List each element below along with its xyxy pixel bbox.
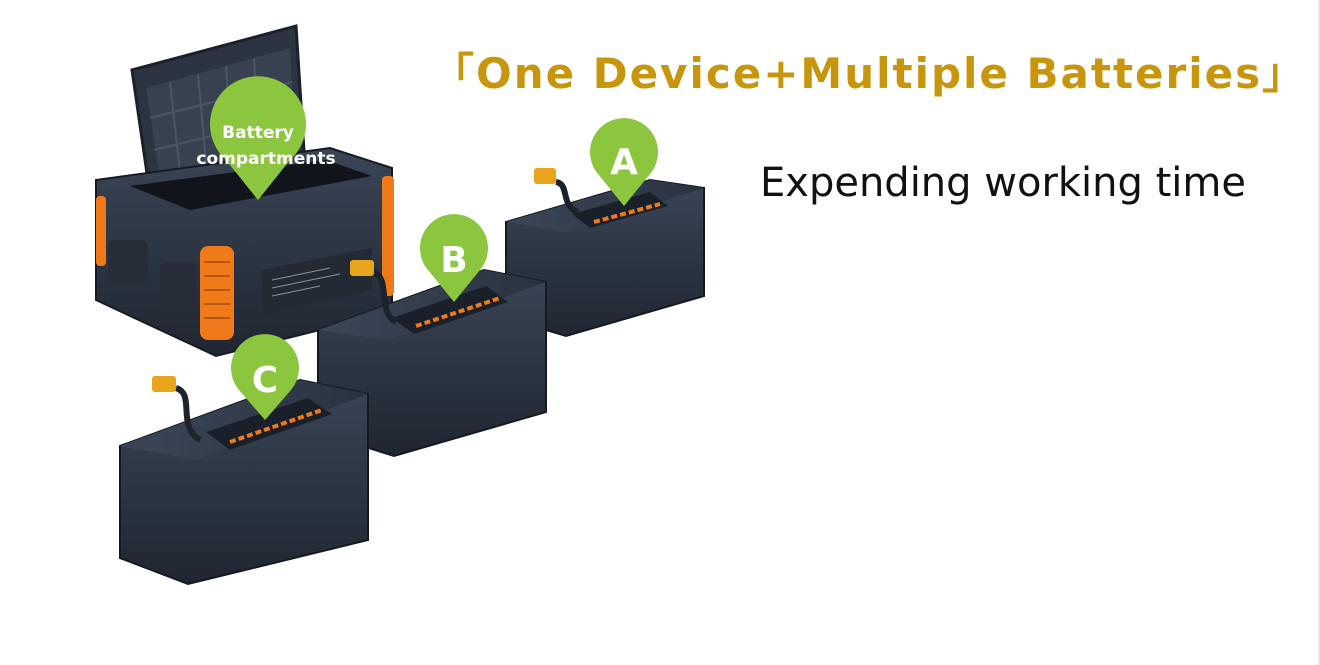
pin-b-label: B — [440, 240, 467, 281]
pin-b: B — [420, 214, 489, 302]
subline: Expending working time — [760, 160, 1246, 206]
headline: 「One Device+Multiple Batteries」 — [432, 49, 1307, 98]
battery-b — [317, 260, 547, 458]
pin-compartment-line1: Battery — [222, 123, 294, 143]
pin-c-label: C — [252, 360, 278, 401]
pin-battery-compartments: Battery compartments — [196, 76, 336, 200]
pin-compartment-line2: compartments — [196, 149, 335, 169]
pin-a-label: A — [610, 142, 638, 183]
pin-a: A — [590, 118, 658, 206]
battery-c — [119, 376, 369, 586]
pin-c: C — [231, 334, 299, 420]
battery-a — [505, 168, 705, 338]
right-edge-divider — [1318, 0, 1320, 665]
power-station — [95, 24, 394, 358]
